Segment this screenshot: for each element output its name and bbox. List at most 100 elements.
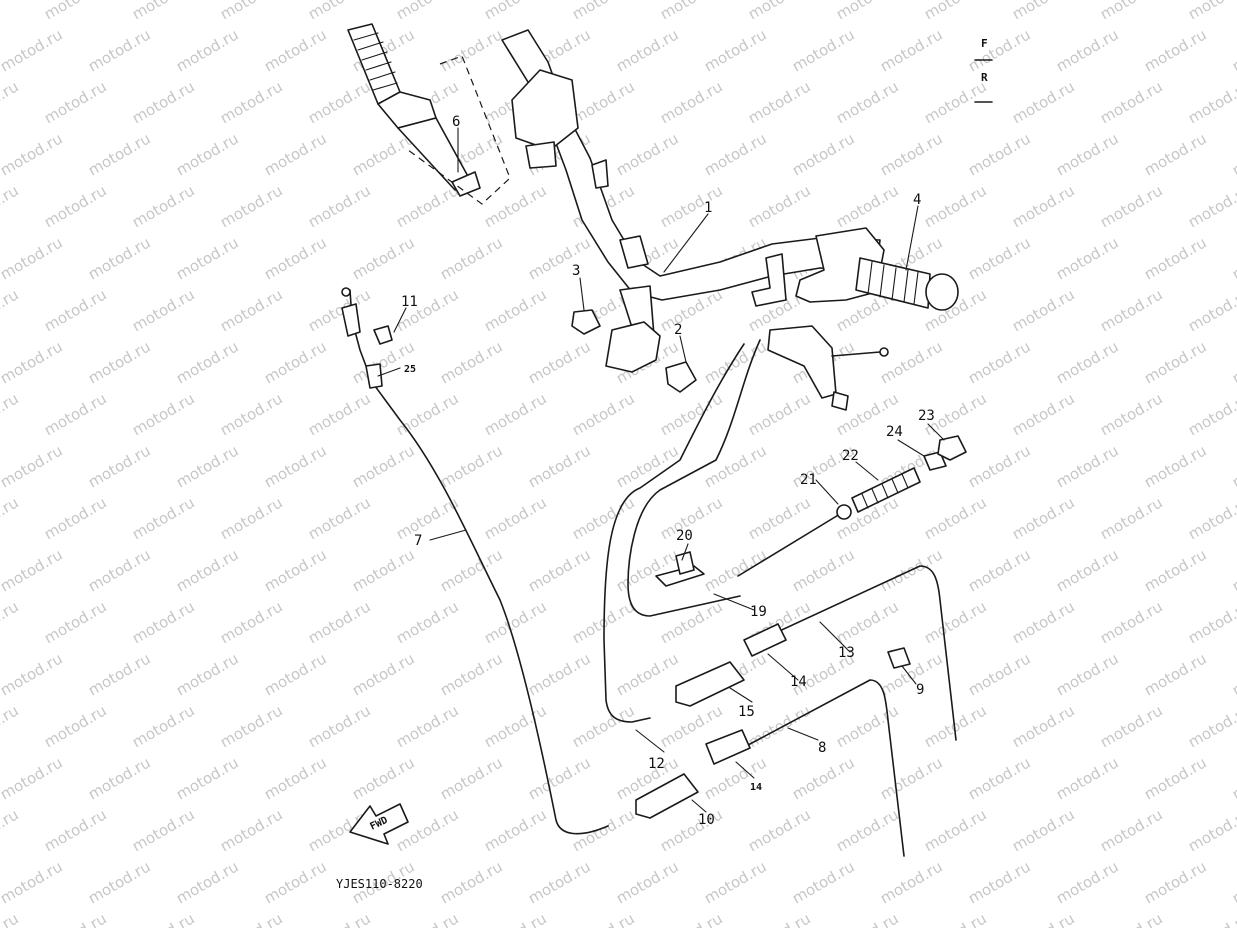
- watermark-text: motod.ru: [1185, 805, 1237, 855]
- watermark-text: motod.ru: [745, 181, 814, 231]
- watermark-text: motod.ru: [745, 389, 814, 439]
- watermark-text: motod.ru: [1097, 701, 1166, 751]
- watermark-text: motod.ru: [1053, 545, 1122, 595]
- watermark-text: motod.ru: [569, 701, 638, 751]
- callout-15: 15: [738, 704, 755, 720]
- watermark-text: motod.ru: [1185, 597, 1237, 647]
- watermark-text: motod.ru: [613, 649, 682, 699]
- watermark-text: motod.ru: [525, 441, 594, 491]
- watermark-text: motod.ru: [569, 493, 638, 543]
- watermark-text: motod.ru: [217, 77, 286, 127]
- watermark-text: motod.ru: [1053, 441, 1122, 491]
- cable-7: [349, 289, 609, 835]
- watermark-text: motod.ru: [217, 389, 286, 439]
- watermark-text: motod.ru: [41, 389, 110, 439]
- watermark-text: motod.ru: [129, 701, 198, 751]
- watermark-text: motod.ru: [173, 441, 242, 491]
- left-grip: [347, 23, 511, 205]
- callout-1: 1: [704, 200, 712, 216]
- watermark-text: motod.ru: [85, 857, 154, 907]
- watermark-text: motod.ru: [481, 493, 550, 543]
- watermark-text: motod.ru: [481, 805, 550, 855]
- watermark-text: motod.ru: [261, 545, 330, 595]
- watermark-text: motod.ru: [833, 597, 902, 647]
- watermark-text: motod.ru: [569, 77, 638, 127]
- boot-15: [675, 661, 745, 707]
- watermark-text: motod.ru: [129, 909, 198, 928]
- watermark-text: motod.ru: [569, 389, 638, 439]
- watermark-text: motod.ru: [1185, 77, 1237, 127]
- callout-24: 24: [886, 424, 903, 440]
- watermark-text: motod.ru: [173, 129, 242, 179]
- watermark-text: motod.ru: [1229, 857, 1237, 907]
- watermark-text: motod.ru: [349, 753, 418, 803]
- watermark-text: motod.ru: [0, 25, 66, 75]
- watermark-text: motod.ru: [1229, 753, 1237, 803]
- watermark-text: motod.ru: [349, 441, 418, 491]
- watermark-text: motod.ru: [569, 0, 638, 23]
- watermark-text: motod.ru: [613, 857, 682, 907]
- watermark-text: motod.ru: [1229, 545, 1237, 595]
- watermark-text: motod.ru: [701, 545, 770, 595]
- watermark-text: motod.ru: [833, 181, 902, 231]
- watermark-text: motod.ru: [217, 181, 286, 231]
- callout-12: 12: [648, 756, 665, 772]
- watermark-text: motod.ru: [41, 597, 110, 647]
- watermark-text: motod.ru: [1053, 337, 1122, 387]
- watermark-text: motod.ru: [657, 597, 726, 647]
- watermark-text: motod.ru: [1185, 493, 1237, 543]
- watermark-text: motod.ru: [1141, 857, 1210, 907]
- watermark-text: motod.ru: [0, 545, 66, 595]
- watermark-text: motod.ru: [349, 545, 418, 595]
- watermark-text: motod.ru: [393, 701, 462, 751]
- watermark-text: motod.ru: [41, 285, 110, 335]
- watermark-text: motod.ru: [1141, 129, 1210, 179]
- watermark-text: motod.ru: [921, 701, 990, 751]
- watermark-text: motod.ru: [481, 0, 550, 23]
- watermark-text: motod.ru: [41, 701, 110, 751]
- watermark-text: motod.ru: [0, 181, 22, 231]
- watermark-text: motod.ru: [965, 337, 1034, 387]
- watermark-text: motod.ru: [525, 857, 594, 907]
- watermark-text: motod.ru: [261, 649, 330, 699]
- callout-25: 25: [404, 364, 416, 375]
- watermark-text: motod.ru: [41, 181, 110, 231]
- watermark-text: motod.ru: [657, 77, 726, 127]
- callout-2: 2: [674, 322, 682, 338]
- watermark-text: motod.ru: [393, 909, 462, 928]
- watermark-text: motod.ru: [1229, 649, 1237, 699]
- watermark-text: motod.ru: [525, 545, 594, 595]
- watermark-text: motod.ru: [129, 597, 198, 647]
- watermark-text: motod.ru: [1141, 441, 1210, 491]
- nut-part-3: [571, 309, 601, 335]
- callout-22: 22: [842, 448, 859, 464]
- watermark-text: motod.ru: [833, 77, 902, 127]
- watermark-text: motod.ru: [1141, 649, 1210, 699]
- watermark-text: motod.ru: [0, 701, 22, 751]
- watermark-text: motod.ru: [965, 545, 1034, 595]
- watermark-text: motod.ru: [921, 597, 990, 647]
- watermark-text: motod.ru: [1097, 285, 1166, 335]
- watermark-text: motod.ru: [173, 753, 242, 803]
- watermark-text: motod.ru: [41, 493, 110, 543]
- watermark-text: motod.ru: [1053, 649, 1122, 699]
- watermark-text: motod.ru: [965, 233, 1034, 283]
- watermark-text: motod.ru: [965, 649, 1034, 699]
- watermark-text: motod.ru: [349, 233, 418, 283]
- boot-10: [635, 773, 699, 819]
- watermark-text: motod.ru: [745, 0, 814, 23]
- watermark-text: motod.ru: [393, 181, 462, 231]
- watermark-text: motod.ru: [0, 129, 66, 179]
- watermark-text: motod.ru: [1229, 337, 1237, 387]
- watermark-text: motod.ru: [965, 25, 1034, 75]
- watermark-text: motod.ru: [437, 25, 506, 75]
- watermark-text: motod.ru: [41, 0, 110, 23]
- watermark-text: motod.ru: [173, 857, 242, 907]
- watermark-text: motod.ru: [1053, 233, 1122, 283]
- watermark-text: motod.ru: [129, 285, 198, 335]
- watermark-text: motod.ru: [1141, 753, 1210, 803]
- cable-7-end: [341, 287, 393, 389]
- watermark-text: motod.ru: [437, 233, 506, 283]
- watermark-text: motod.ru: [701, 857, 770, 907]
